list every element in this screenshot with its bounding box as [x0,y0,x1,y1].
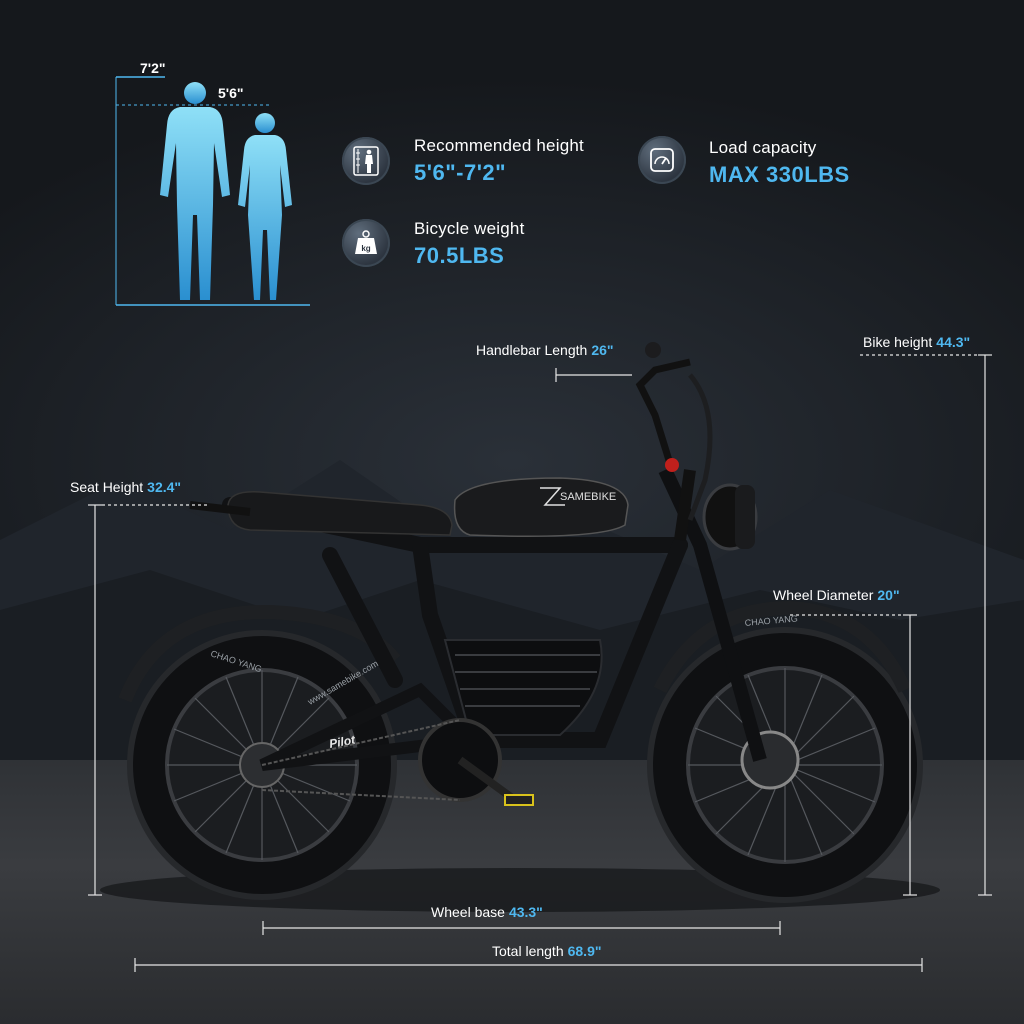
gauge-icon [638,136,686,184]
model-text: Pilot [328,732,357,750]
load-capacity-value: MAX 330LBS [709,162,850,187]
recommended-height-value: 5'6"-7'2" [414,160,507,185]
svg-text:kg: kg [361,244,370,253]
bike-height-label: Bike height [863,334,933,350]
load-capacity-spec: Load capacity MAX 330LBS [709,138,850,188]
total-length-value: 68.9" [567,943,602,959]
wheel-base-value: 43.3" [508,904,543,920]
handlebar-length-value: 26" [591,342,614,358]
load-capacity-label: Load capacity [709,138,817,157]
recommended-height-spec: Recommended height 5'6"-7'2" [414,136,584,186]
total-length-label: Total length [492,943,564,959]
handlebar-length-label: Handlebar Length [476,342,588,358]
bicycle-weight-label: Bicycle weight [414,219,525,238]
tall-height-label: 7'2" [140,60,166,76]
woman-silhouette [238,113,292,300]
recommended-height-label: Recommended height [414,136,584,155]
kg-weight-icon: kg [342,219,390,267]
wheel-base-label: Wheel base [431,904,505,920]
front-tire-text: CHAO YANG [744,613,798,628]
seat-height-value: 32.4" [147,479,182,495]
brand-text: SAMEBIKE [560,491,616,503]
bicycle-weight-spec: Bicycle weight 70.5LBS [414,219,525,269]
wheel-diameter-value: 20" [877,587,900,603]
wheel-diameter-label: Wheel Diameter [773,587,874,603]
rider-height-figures [115,76,310,306]
man-silhouette [160,82,230,300]
short-height-label: 5'6" [218,85,244,101]
bicycle-weight-value: 70.5LBS [414,243,505,268]
bike-height-value: 44.3" [936,334,971,350]
front-wheel [647,627,923,903]
seat-height-label: Seat Height [70,479,144,495]
person-height-icon [342,137,390,185]
